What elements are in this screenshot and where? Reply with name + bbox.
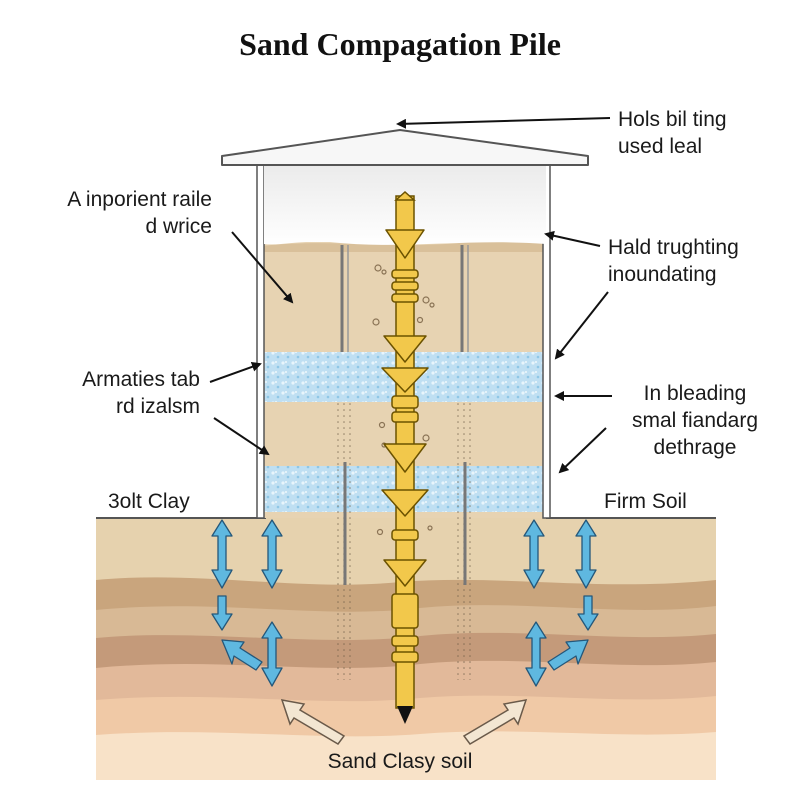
label-bottom: Sand Clasy soil xyxy=(327,750,473,773)
label-mid-right-line2: smal fiandarg xyxy=(631,409,759,432)
label-upper-left: A inporient raile d wrice xyxy=(16,186,212,240)
diagram-title: Sand Compagation Pile xyxy=(239,26,561,62)
label-upper-right: Hald trughting inoundating xyxy=(608,234,739,288)
label-upper-left-line2: d wrice xyxy=(145,215,212,238)
label-top-right: Hols bil ting used leal xyxy=(618,106,727,160)
leader-lines xyxy=(209,117,612,474)
label-ground-right: Firm Soil xyxy=(604,490,687,513)
label-mid-left: Armaties tab rd izalsm xyxy=(10,366,200,420)
label-top-right-line1: Hols bil ting xyxy=(618,108,727,131)
label-upper-right-line1: Hald trughting xyxy=(608,236,739,259)
soil-push-arrows xyxy=(280,699,528,745)
leader-top-right xyxy=(396,117,611,129)
leader-mid-left-a xyxy=(209,362,262,383)
label-mid-left-line2: rd izalsm xyxy=(115,395,200,418)
soil-movement-arrows xyxy=(211,519,599,687)
label-mid-right-line1: In bleading xyxy=(643,382,747,405)
label-upper-right-line2: inoundating xyxy=(608,263,717,286)
label-mid-left-line1: Armaties tab xyxy=(82,368,200,391)
label-mid-right: In bleading smal fiandarg dethrage xyxy=(610,380,780,461)
label-mid-right-line3: dethrage xyxy=(653,436,737,459)
leader-upper-right-b xyxy=(554,291,609,360)
leader-mid-right-b xyxy=(558,427,607,474)
label-top-right-line2: used leal xyxy=(618,135,703,158)
leader-mid-left-b xyxy=(213,417,270,456)
label-ground-left: 3olt Clay xyxy=(108,490,190,513)
leader-upper-left xyxy=(231,231,294,304)
vibro-rod xyxy=(381,190,429,724)
leader-upper-right-a xyxy=(544,230,601,247)
label-upper-left-line1: A inporient raile xyxy=(67,188,212,211)
